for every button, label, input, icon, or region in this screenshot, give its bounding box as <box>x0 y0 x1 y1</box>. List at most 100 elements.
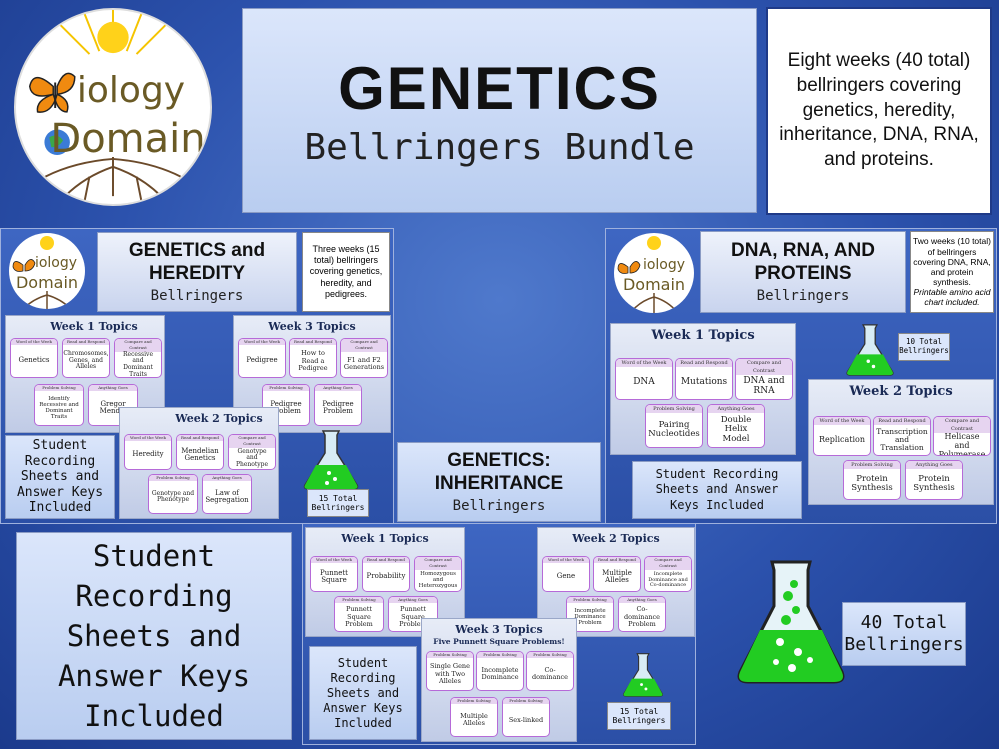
dna-student-box: Student Recording Sheets and Answer Keys… <box>632 461 802 519</box>
bundle-student-text: Student Recording Sheets and Answer Keys… <box>57 538 251 734</box>
card-body: Incomplete Dominance Problem <box>574 608 606 627</box>
dna-week2-title: Week 2 Topics <box>849 384 953 399</box>
card-body: DNA and RNA <box>743 376 785 396</box>
card-header: Read and Respond <box>290 339 336 346</box>
inh-student-box: Student Recording Sheets and Answer Keys… <box>309 646 417 740</box>
card-body: Homozygous and Heterozygous <box>418 571 458 590</box>
card-body: Punnett Square Problem <box>345 605 373 628</box>
card-header: Read and Respond <box>594 557 640 564</box>
card-body: Recessive and Dominant Traits <box>123 350 153 378</box>
card-body: Genotype and Phenotype <box>151 489 195 504</box>
card-header: Problem Solving <box>335 597 383 604</box>
dna-title-box: DNA, RNA, AND PROTEINS Bellringers <box>700 231 906 313</box>
card-header: Problem Solving <box>35 385 83 392</box>
genetics-heredity-panel: iology Domain GENETICS and HEREDITY Bell… <box>0 228 394 524</box>
card-header: Word of the Week <box>125 435 171 442</box>
card-body: Probability <box>366 572 406 581</box>
description-text: Eight weeks (40 total) bellringers cover… <box>779 50 979 171</box>
card-body: F1 and F2 Generations <box>343 356 385 372</box>
biology-domain-logo: iology Domain <box>14 8 212 206</box>
inheritance-title-box: GENETICS: INHERITANCE Bellringers <box>397 442 601 522</box>
card-header: Compare and Contrast <box>934 417 990 433</box>
gh-desc-box: Three weeks (15 total) bellringers cover… <box>302 232 390 312</box>
card-header: Problem Solving <box>567 597 613 604</box>
card-header: Compare and Contrast <box>645 557 691 570</box>
card-body: Heredity <box>132 450 164 459</box>
dna-desc-box: Two weeks (10 total) of bellringers cove… <box>910 231 994 313</box>
inh-week1-title: Week 1 Topics <box>341 532 429 545</box>
card-header: Word of the Week <box>543 557 589 564</box>
bundle-student-box: Student Recording Sheets and Answer Keys… <box>16 532 292 740</box>
card-body: Gene <box>556 572 576 581</box>
dna-panel: iology Domain DNA, RNA, AND PROTEINS Bel… <box>605 228 997 524</box>
gh-title: GENETICS and HEREDITY <box>128 239 266 284</box>
card-body: Punnett Square <box>319 568 348 585</box>
gh-desc: Three weeks (15 total) bellringers cover… <box>309 243 383 299</box>
card-header: Word of the Week <box>814 417 870 425</box>
card-header: Problem Solving <box>451 698 497 705</box>
card-body: Multiple Alleles <box>460 712 488 728</box>
main-title: GENETICS <box>338 54 661 122</box>
inh-week2-title: Week 2 Topics <box>572 532 660 545</box>
card-body: Genotype and Phenotype <box>235 447 269 468</box>
inh-week3-title: Week 3 Topics <box>455 623 543 636</box>
card-body: Co-dominance Problem <box>623 605 661 628</box>
card-body: Pedigree Problem <box>270 399 302 416</box>
card-header: Anything Goes <box>389 597 437 604</box>
inh-total-text: 15 Total Bellringers <box>612 706 666 725</box>
card-header: Word of the Week <box>311 557 357 564</box>
bundle-total-box: 40 Total Bellringers <box>842 602 966 666</box>
gh-week3-title: Week 3 Topics <box>268 320 356 333</box>
dna-flask-icon <box>844 323 896 377</box>
card-header: Read and Respond <box>676 359 732 367</box>
card-header: Problem Solving <box>646 405 702 413</box>
card-header: Compare and Contrast <box>341 339 387 352</box>
card-body: Sex-linked <box>508 715 544 724</box>
inh-flask-icon <box>621 648 665 702</box>
card-header: Word of the Week <box>616 359 672 367</box>
flask-icon <box>301 429 361 491</box>
gh-title-box: GENETICS and HEREDITY Bellringers <box>97 232 297 312</box>
card-body: Incomplete Dominance <box>481 666 519 682</box>
card-header: Word of the Week <box>239 339 285 346</box>
card-body: Transcription and Translation <box>876 426 928 453</box>
card-body: Gregor Mendel <box>99 399 127 416</box>
card-header: Anything Goes <box>89 385 137 392</box>
card-header: Read and Respond <box>177 435 223 442</box>
card-header: Problem Solving <box>149 475 197 482</box>
card-body: Pedigree Problem <box>322 399 354 416</box>
card-body: Replication <box>819 434 865 444</box>
dna-logo-line1: iology <box>642 257 686 273</box>
card-header: Anything Goes <box>708 405 764 413</box>
card-body: Pedigree <box>246 356 278 365</box>
title-box: GENETICS Bellringers Bundle <box>242 8 757 213</box>
inh-week3-subtitle: Five Punnett Square Problems! <box>433 637 565 646</box>
butterfly-icon <box>28 72 76 113</box>
small-logo-line2: Domain <box>15 273 79 292</box>
card-header: Anything Goes <box>203 475 251 482</box>
card-body: DNA <box>633 377 655 388</box>
